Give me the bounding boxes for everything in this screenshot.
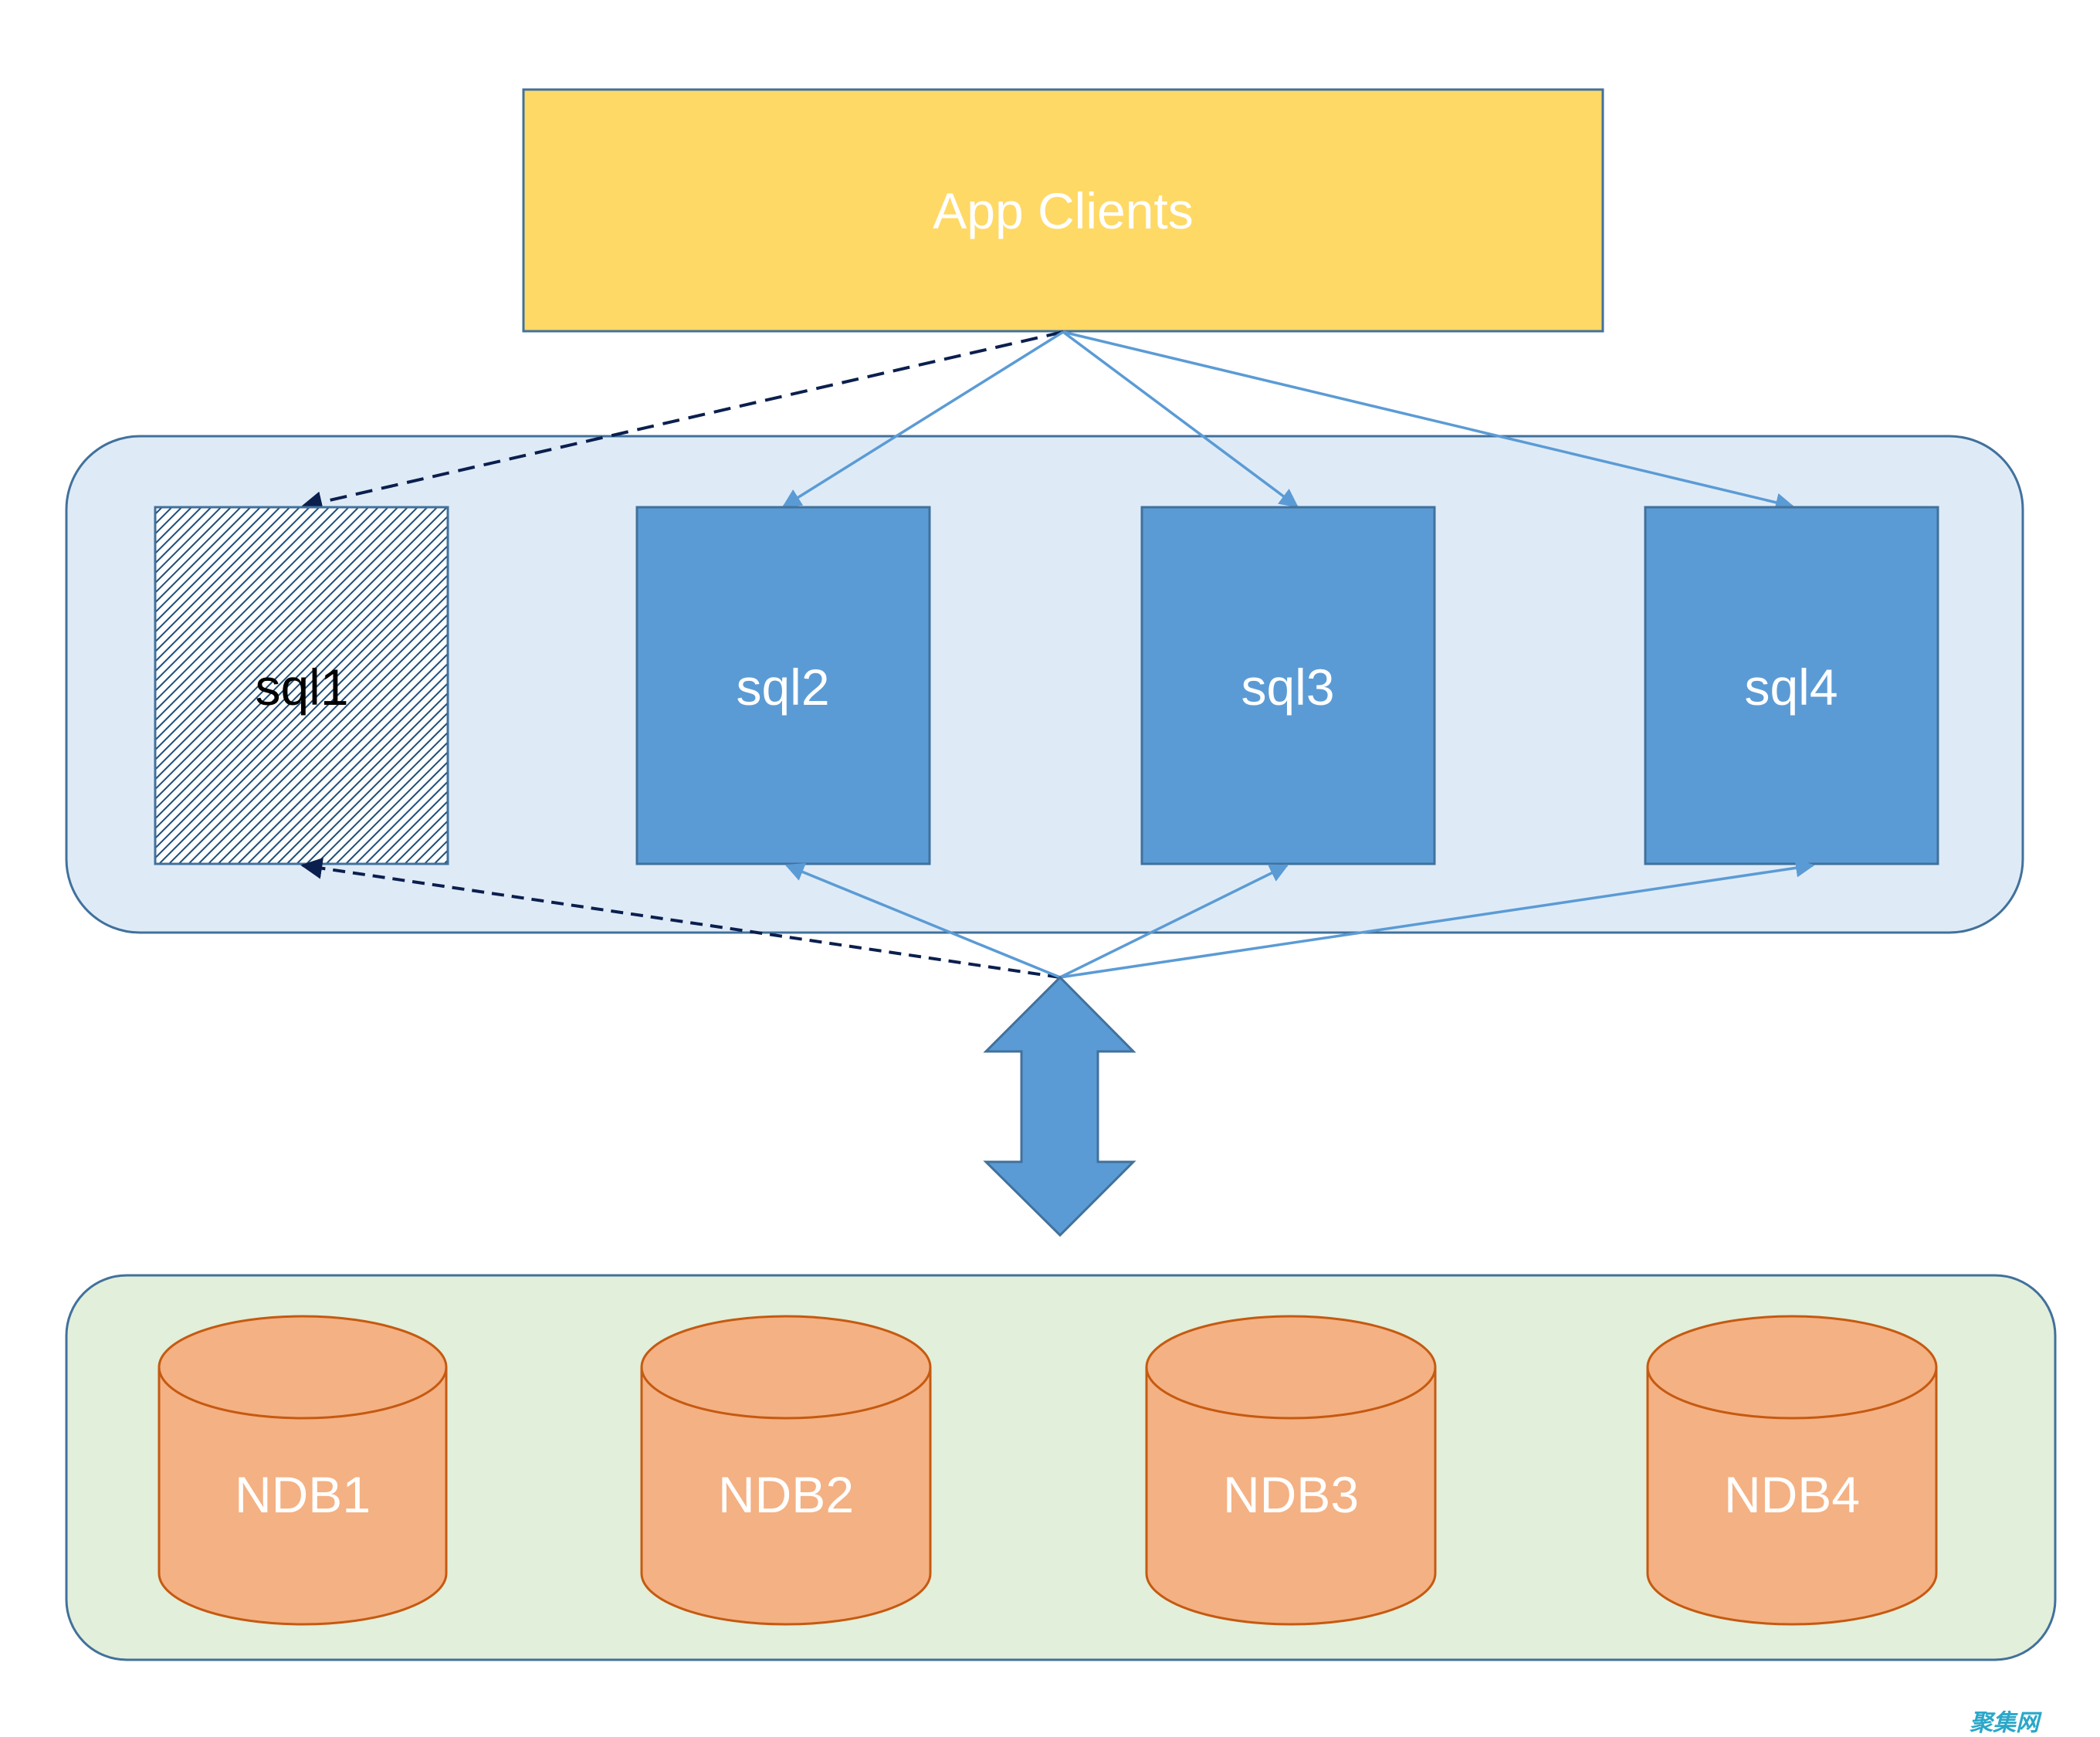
connector-hub-sql1	[300, 857, 1061, 979]
connector-clients-sql2	[781, 330, 1064, 508]
ndb-node-4-cylinder-icon	[1646, 1367, 1938, 1626]
sql-node-3-box	[1140, 506, 1436, 865]
app-clients-box	[522, 88, 1604, 333]
ndb-node-1-label: NDB1	[235, 1466, 371, 1523]
connector-hub-sql4	[1059, 858, 1815, 979]
sql-node-4-label: sql4	[1744, 659, 1838, 716]
ndb-node-3-cylinder-top	[1145, 1315, 1437, 1420]
hub-connectors	[300, 857, 1815, 979]
ndb-node-3-label: NDB3	[1223, 1466, 1359, 1523]
ndb-node-1-cylinder-icon	[158, 1367, 448, 1626]
sql-node-4: sql4	[1644, 506, 1939, 865]
connector-hub-sql2	[784, 863, 1061, 979]
ndb-node-2-label: NDB2	[718, 1466, 854, 1523]
ndb-node-4-cylinder-top	[1646, 1315, 1938, 1420]
client-connectors	[300, 330, 1795, 513]
sql-node-2: sql2	[635, 506, 931, 865]
ndb-node-2: NDB2	[640, 1315, 932, 1626]
ndb-node-4: NDB4	[1646, 1315, 1938, 1626]
bidirectional-arrow-icon	[983, 975, 1136, 1238]
connector-clients-sql4	[1062, 330, 1795, 512]
ndb-node-1-cylinder-top	[158, 1315, 448, 1420]
app-clients-node: App Clients	[522, 88, 1604, 333]
ndb-node-2-cylinder-top	[640, 1315, 932, 1420]
sql-node-3-label: sql3	[1241, 659, 1334, 716]
sql-node-4-box	[1644, 506, 1939, 865]
sql-node-2-label: sql2	[736, 659, 829, 716]
sql-node-1-label: sql1	[255, 659, 348, 716]
ndb-node-3-cylinder-icon	[1145, 1367, 1437, 1626]
ndb-node-3: NDB3	[1145, 1315, 1437, 1626]
sql-node-3: sql3	[1140, 506, 1436, 865]
sql-group-panel	[65, 435, 2024, 934]
ndb-node-1: NDB1	[158, 1315, 448, 1626]
ndb-node-2-cylinder-icon	[640, 1367, 932, 1626]
watermark-logo: 聚集网	[1969, 1710, 2042, 1737]
app-clients-label: App Clients	[933, 182, 1194, 239]
data-group-panel	[65, 1274, 2057, 1661]
sql-node-2-box	[635, 506, 931, 865]
connector-clients-sql3	[1062, 330, 1299, 508]
sql-node-1: sql1	[154, 506, 449, 865]
ndb-node-4-label: NDB4	[1724, 1466, 1860, 1523]
connector-hub-sql3	[1059, 864, 1289, 979]
